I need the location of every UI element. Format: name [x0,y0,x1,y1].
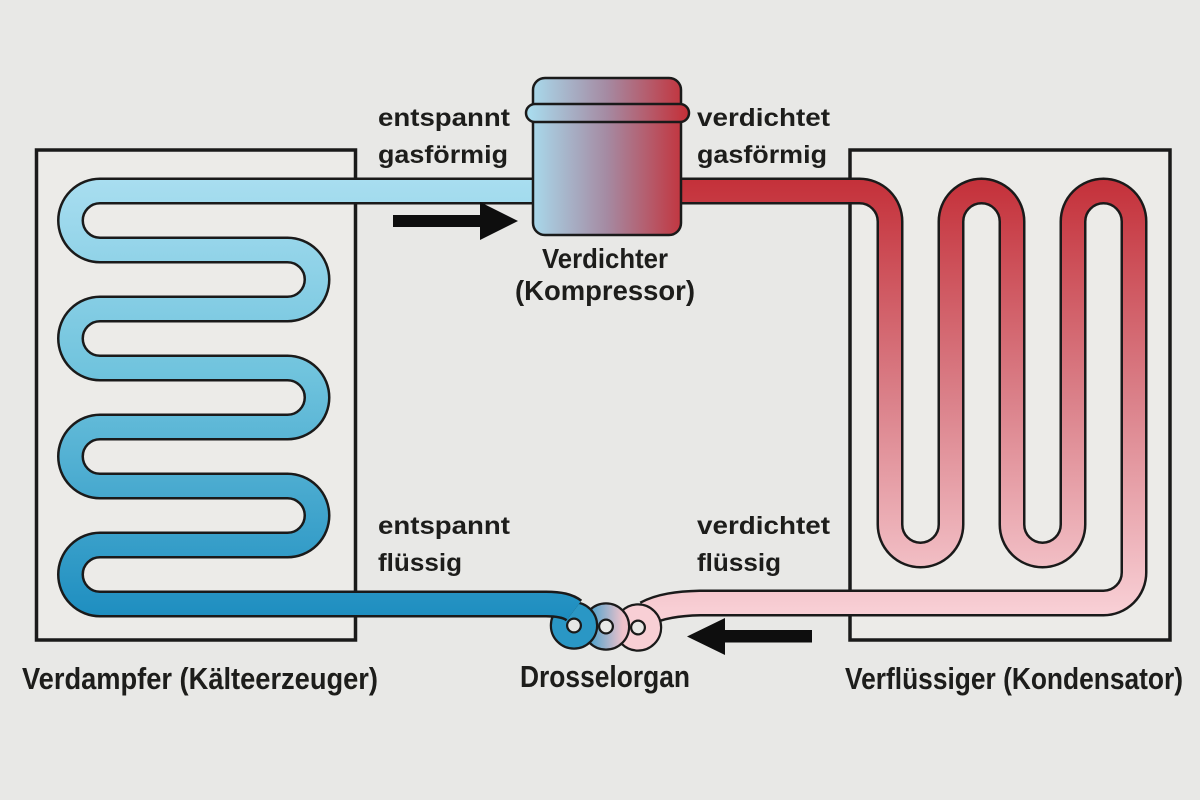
state-label-bottom-left-line1: entspannt [378,512,511,540]
compressor [524,76,691,237]
flow-arrow-right-icon [393,202,518,240]
state-label-top-right-line1: verdichtet [697,104,831,132]
condenser-label: Verflüssiger (Kondensator) [845,661,1183,696]
flow-arrow-left-icon [687,618,812,655]
compressor-lid-band [524,102,691,124]
state-label-bottom-right-line1: verdichtet [697,512,831,540]
state-label-top-right-line2: gasförmig [697,141,827,169]
evaporator-coil-pipe [59,180,581,620]
evaporator-label: Verdampfer (Kälteerzeuger) [22,661,378,696]
throttle-label: Drosselorgan [520,659,690,694]
state-label-top-left-line1: entspannt [378,104,511,132]
state-label-bottom-left-line2: flüssig [378,549,462,577]
state-label-bottom-right-line2: flüssig [697,549,781,577]
evaporator-coil [57,177,583,622]
state-label-top-left-line2: gasförmig [378,141,508,169]
condenser-coil [639,177,1148,626]
compressor-label-line2: (Kompressor) [515,275,695,306]
compressor-label-line1: Verdichter [542,243,668,274]
compressor-body [531,76,683,237]
condenser-coil-pipe [640,180,1145,624]
